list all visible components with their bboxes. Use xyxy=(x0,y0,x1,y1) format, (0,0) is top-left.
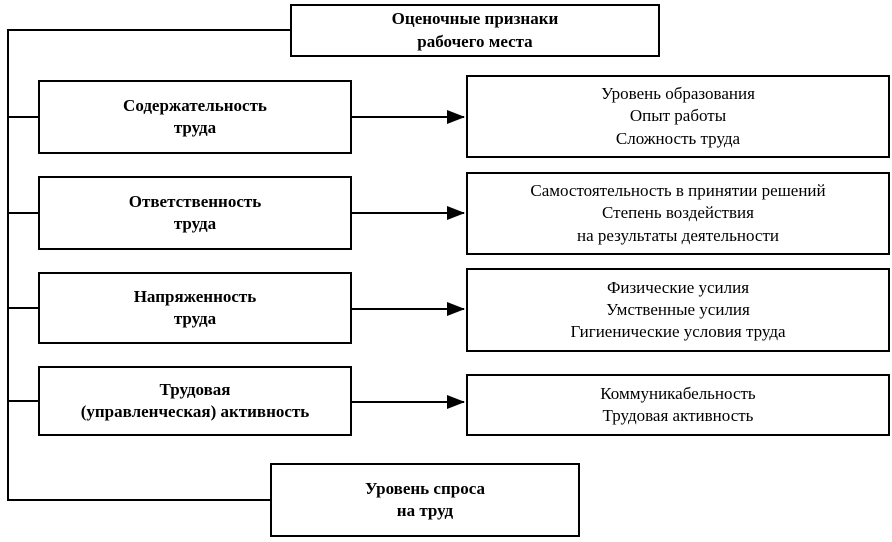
criterion-label: Ответственность труда xyxy=(128,191,262,233)
title-box-label: Оценочные признаки рабочего места xyxy=(391,9,559,51)
criterion-label: Трудовая (управленческая) активность xyxy=(80,379,310,421)
criterion-box-intensity: Напряженность труда xyxy=(38,272,352,344)
details-box-managerial-activity: Коммуникабельность Трудовая активность xyxy=(466,374,890,436)
bottom-box-labor-demand-level: Уровень спроса на труд xyxy=(270,463,580,537)
criterion-box-content-of-work: Содержательность труда xyxy=(38,80,352,154)
criterion-label: Содержательность труда xyxy=(123,95,267,137)
details-label: Коммуникабельность Трудовая активность xyxy=(600,383,756,425)
details-box-responsibility: Самостоятельность в принятии решений Сте… xyxy=(466,172,890,255)
criterion-box-responsibility: Ответственность труда xyxy=(38,176,352,250)
details-label: Физические усилия Умственные усилия Гиги… xyxy=(570,277,786,342)
criterion-box-managerial-activity: Трудовая (управленческая) активность xyxy=(38,366,352,436)
details-box-content-of-work: Уровень образования Опыт работы Сложност… xyxy=(466,75,890,158)
criterion-label: Напряженность труда xyxy=(133,286,257,328)
details-label: Самостоятельность в принятии решений Сте… xyxy=(530,181,826,245)
details-label: Уровень образования Опыт работы Сложност… xyxy=(601,84,755,148)
trunk-connector-line xyxy=(7,29,290,501)
bottom-box-label: Уровень спроса на труд xyxy=(365,478,485,520)
details-box-intensity: Физические усилия Умственные усилия Гиги… xyxy=(466,268,890,352)
title-box-evaluation-criteria: Оценочные признаки рабочего места xyxy=(290,4,660,57)
